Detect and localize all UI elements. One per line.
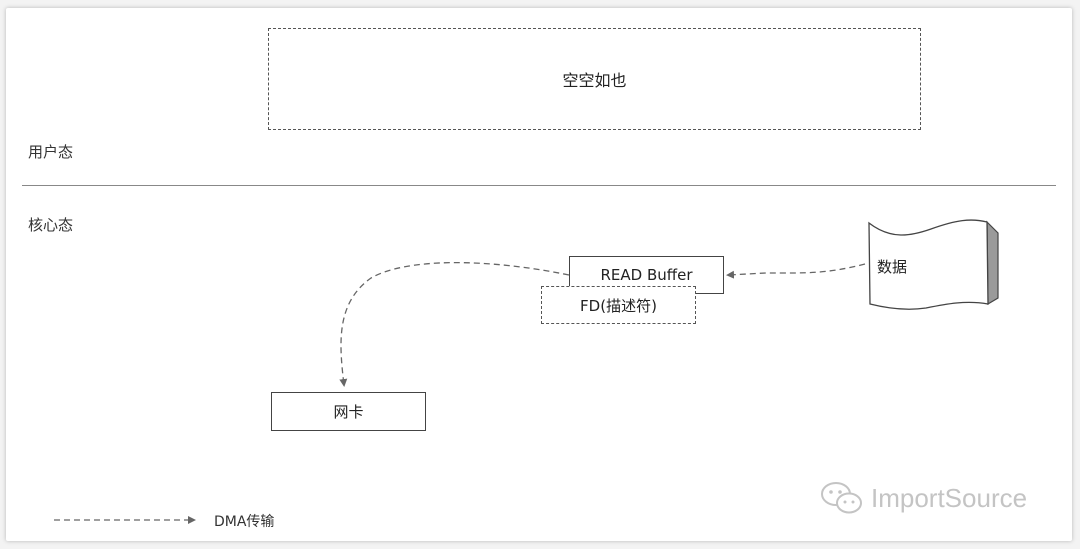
user-space-box: 空空如也 (268, 28, 921, 130)
fd-box: FD(描述符) (541, 286, 696, 324)
dma-arrow-buffer-to-nic (339, 261, 570, 387)
dma-arrow-data-to-buffer (726, 263, 866, 279)
data-document-shape (868, 219, 999, 310)
data-label: 数据 (877, 258, 908, 276)
read-buffer-label: READ Buffer (600, 266, 693, 284)
legend-dma-label: DMA传输 (214, 514, 275, 530)
fd-label: FD(描述符) (580, 296, 657, 315)
wechat-icon (821, 482, 862, 514)
user-mode-label: 用户态 (28, 143, 74, 161)
watermark-text: ImportSource (871, 482, 1028, 513)
diagram-canvas: 空空如也 用户态 核心态 READ Buffer FD(描述符) 数据 网卡 D… (6, 8, 1072, 541)
watermark: ImportSource (819, 480, 1027, 516)
connectors-layer (54, 219, 999, 524)
kernel-mode-label: 核心态 (28, 216, 74, 234)
nic-box: 网卡 (271, 392, 426, 431)
user-space-label: 空空如也 (562, 71, 627, 90)
mode-divider (22, 185, 1056, 186)
nic-label: 网卡 (333, 403, 364, 421)
